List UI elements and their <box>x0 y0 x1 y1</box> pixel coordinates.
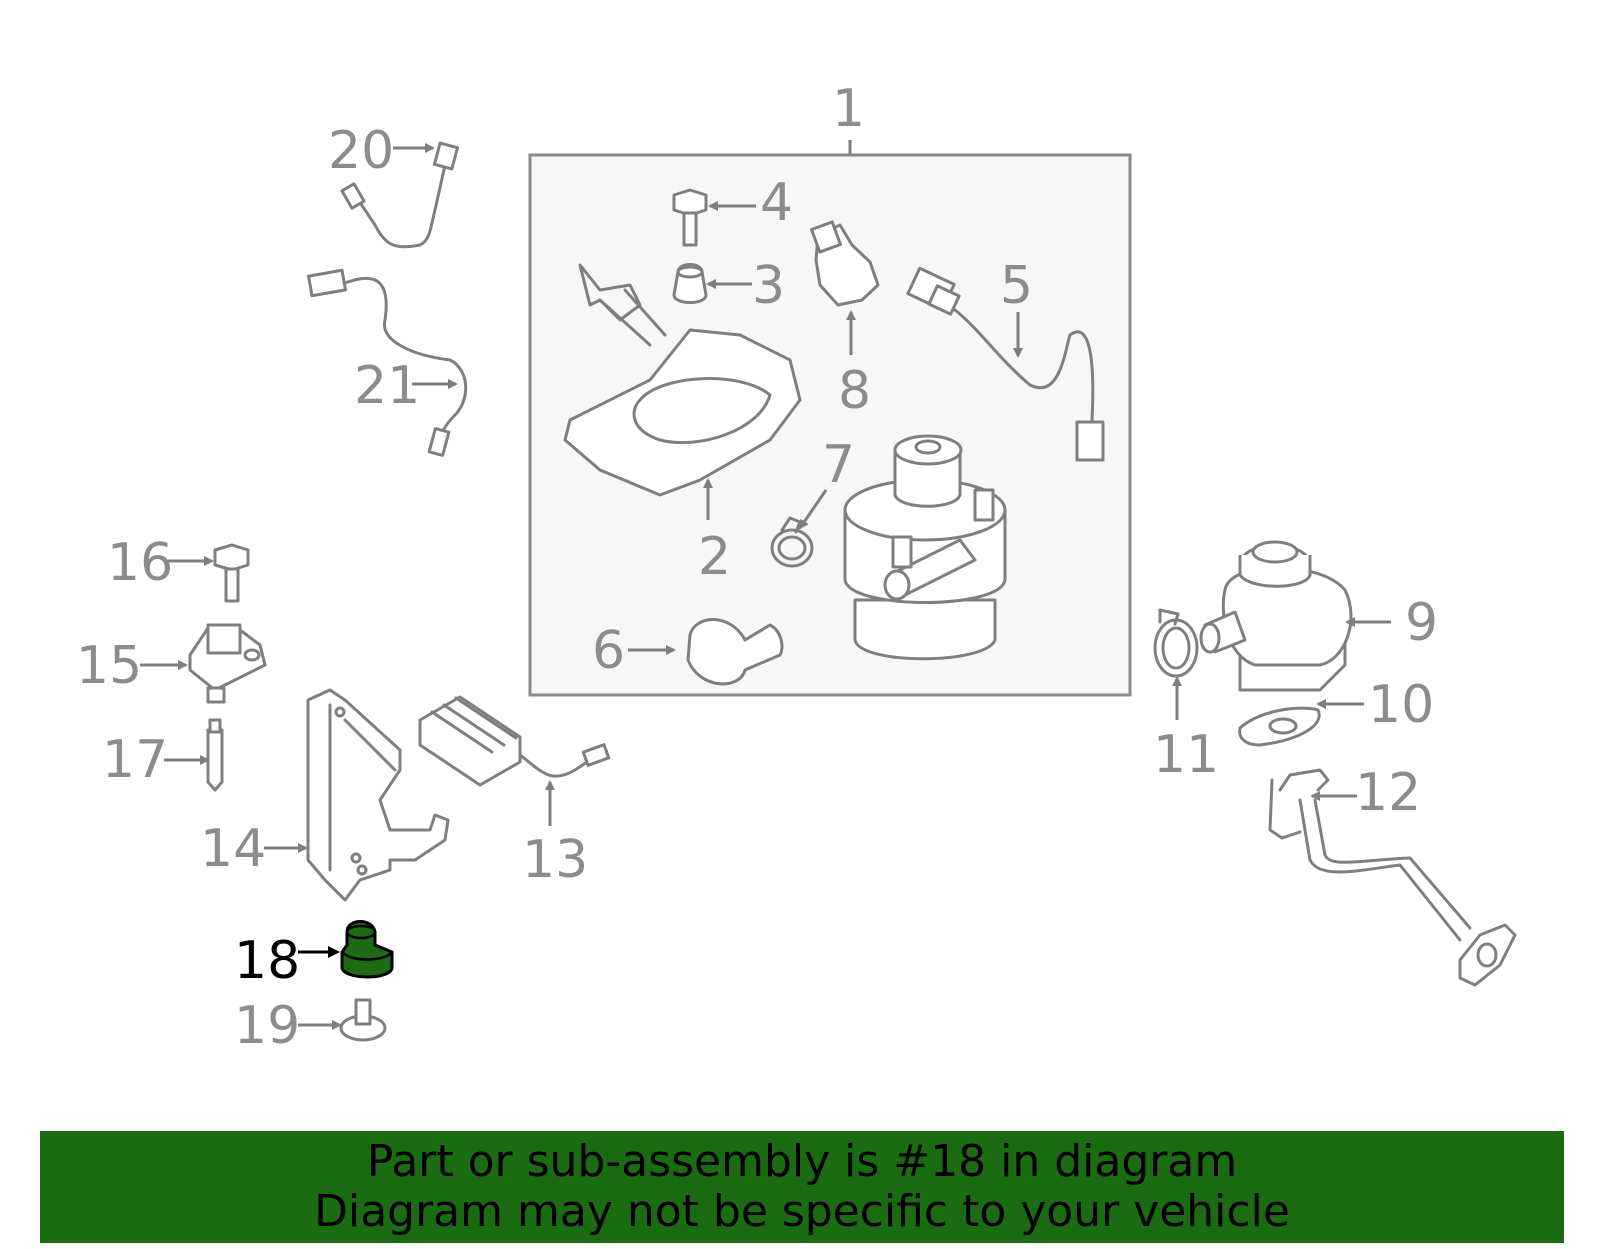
part-4-bolt[interactable] <box>672 188 708 247</box>
callout-labels: 1 2 3 4 5 6 7 8 9 10 11 12 13 14 15 16 1… <box>76 79 1438 1056</box>
banner-line-1: Part or sub-assembly is #18 in diagram <box>366 1136 1238 1187</box>
part-12-pipe[interactable] <box>1268 768 1517 987</box>
callout-11: 11 <box>1153 725 1219 785</box>
callout-8: 8 <box>838 361 871 421</box>
part-5-harness[interactable] <box>906 266 1105 462</box>
part-10-gasket[interactable] <box>1238 706 1321 747</box>
callout-17: 17 <box>102 730 168 790</box>
part-9-air-pump[interactable] <box>1199 540 1353 692</box>
part-14-bracket[interactable] <box>306 688 450 902</box>
part-21-o2-sensor[interactable] <box>307 268 468 457</box>
part-8-sensor[interactable] <box>810 220 880 307</box>
part-3-grommet[interactable] <box>672 263 708 304</box>
part-18-cap[interactable] <box>340 920 394 979</box>
leader-7 <box>798 489 828 530</box>
callout-19: 19 <box>234 996 300 1056</box>
callout-21: 21 <box>354 356 420 416</box>
callout-13: 13 <box>522 830 588 890</box>
part-16-bolt[interactable] <box>213 543 250 603</box>
callout-20: 20 <box>328 121 394 181</box>
callout-16: 16 <box>107 533 173 593</box>
callout-18: 18 <box>234 931 300 991</box>
info-banner: Part or sub-assembly is #18 in diagram D… <box>40 1131 1564 1243</box>
callout-9: 9 <box>1405 593 1438 653</box>
part-1-air-pump[interactable] <box>843 434 1007 661</box>
part-17-sensor[interactable] <box>206 718 224 792</box>
callout-14: 14 <box>200 819 266 879</box>
part-20-o2-sensor[interactable] <box>340 141 460 249</box>
callout-15: 15 <box>76 636 142 696</box>
part-7-clamp[interactable] <box>770 516 814 568</box>
callout-10: 10 <box>1368 675 1434 735</box>
callout-1: 1 <box>832 79 865 139</box>
part-2-bracket[interactable] <box>563 263 802 497</box>
leader-lines <box>140 143 1391 1030</box>
callout-3: 3 <box>752 256 785 316</box>
callout-12: 12 <box>1355 763 1421 823</box>
part-11-clamp[interactable] <box>1153 608 1199 678</box>
callout-5: 5 <box>1000 256 1033 316</box>
callout-2: 2 <box>698 527 731 587</box>
part-6-hose[interactable] <box>686 618 784 686</box>
part-19-pin[interactable] <box>339 998 387 1042</box>
callout-6: 6 <box>592 621 625 681</box>
banner-line-2: Diagram may not be specific to your vehi… <box>314 1186 1290 1237</box>
part-13-module[interactable] <box>418 695 611 787</box>
part-15-sensor[interactable] <box>188 623 267 704</box>
callout-4: 4 <box>760 173 793 233</box>
callout-7: 7 <box>822 435 855 495</box>
leader-18-arrow <box>328 946 340 958</box>
